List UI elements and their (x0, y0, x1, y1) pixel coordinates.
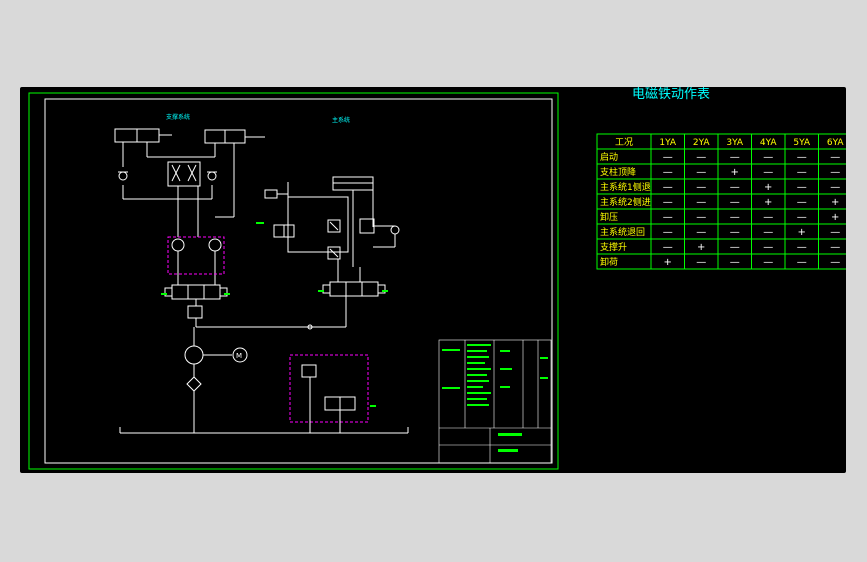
inner-frame (44, 98, 553, 464)
support-relief-valve (187, 305, 203, 319)
table-state-cell: — (696, 212, 706, 223)
table-state-cell: — (763, 212, 773, 223)
table-state-cell: — (830, 167, 840, 178)
hydraulic-lock (167, 161, 201, 187)
motor-group-boundary (167, 236, 225, 275)
table-condition-cell: 主系统1侧退 (600, 181, 651, 193)
table-header-cell: 3YA (726, 138, 744, 148)
table-header-cell: 5YA (793, 138, 811, 148)
check-valve-2 (207, 171, 217, 181)
main-directional-valve (329, 281, 379, 297)
table-border (596, 133, 846, 270)
table-state-cell: — (797, 242, 807, 253)
table-state-cell: — (797, 182, 807, 193)
table-condition-cell: 卸荷 (600, 256, 618, 268)
table-state-cell: — (730, 257, 740, 268)
table-state-cell: — (696, 197, 706, 208)
table-state-cell: — (763, 242, 773, 253)
table-state-cell: — (763, 257, 773, 268)
solenoid-table-text: 工况 1YA 2YA 3YA 4YA 5YA 6YA 启动 — — — — — — 支柱顶降 — — + — — — 主系… (600, 137, 844, 268)
support-directional-valve (171, 284, 221, 300)
table-state-cell: + (731, 167, 739, 178)
electric-motor (232, 347, 248, 363)
table-state-cell: — (730, 212, 740, 223)
cad-drawing-svg: 支撑系统 主系统 (28, 87, 846, 470)
table-state-cell: — (797, 197, 807, 208)
check-valve-1 (118, 171, 128, 181)
table-state-cell: + (697, 242, 705, 253)
table-state-cell: — (830, 257, 840, 268)
table-condition-cell: 支撑升 (600, 241, 627, 253)
table-state-cell: — (663, 167, 673, 178)
table-state-cell: — (696, 167, 706, 178)
table-condition-cell: 卸压 (600, 211, 618, 223)
table-state-cell: — (663, 152, 673, 163)
table-state-cell: — (696, 152, 706, 163)
table-state-cell: — (663, 227, 673, 238)
title-block-fill (442, 344, 548, 452)
hydraulic-motor-1 (171, 238, 185, 252)
outer-frame (28, 92, 559, 470)
table-header-cell: 2YA (693, 138, 711, 148)
table-state-cell: — (730, 182, 740, 193)
pressure-switch (264, 189, 278, 199)
support-hydraulic-circuit: M (114, 128, 409, 434)
main-hydraulic-circuit (264, 176, 400, 433)
main-pump (184, 345, 204, 365)
table-state-cell: — (763, 167, 773, 178)
table-state-cell: — (797, 167, 807, 178)
table-header-cell: 6YA (827, 138, 845, 148)
unloading-relief-valve (301, 364, 317, 378)
table-state-cell: — (696, 182, 706, 193)
support-system-label: 支撑系统 (166, 113, 190, 121)
unloading-group-boundary (289, 354, 369, 423)
table-title: 电磁铁动作表 (632, 87, 710, 102)
table-state-cell: — (797, 257, 807, 268)
table-state-cell: — (763, 152, 773, 163)
table-condition-cell: 主系统2侧进 (600, 196, 651, 208)
svg-text:M: M (236, 352, 242, 360)
table-state-cell: + (831, 197, 839, 208)
table-state-cell: — (730, 197, 740, 208)
oil-filter (186, 376, 202, 392)
table-state-cell: + (764, 197, 772, 208)
table-state-cell: — (663, 197, 673, 208)
table-state-cell: — (830, 227, 840, 238)
main-check-valve (390, 225, 400, 235)
table-state-cell: — (830, 152, 840, 163)
title-block (438, 339, 552, 464)
table-state-cell: — (830, 182, 840, 193)
table-header-cell: 4YA (760, 138, 778, 148)
table-state-cell: — (730, 227, 740, 238)
table-state-cell: + (764, 182, 772, 193)
table-state-cell: — (763, 227, 773, 238)
main-valve-block (287, 196, 349, 253)
table-state-cell: — (730, 242, 740, 253)
table-header-cell: 1YA (659, 138, 677, 148)
table-state-cell: — (730, 152, 740, 163)
table-condition-cell: 支柱顶降 (600, 166, 636, 178)
table-state-cell: — (663, 182, 673, 193)
table-state-cell: + (831, 212, 839, 223)
table-state-cell: — (696, 227, 706, 238)
table-state-cell: — (696, 257, 706, 268)
table-state-cell: + (798, 227, 806, 238)
hydraulic-motor-2 (208, 238, 222, 252)
table-condition-cell: 主系统退回 (600, 226, 645, 238)
table-state-cell: — (797, 212, 807, 223)
table-state-cell: — (663, 242, 673, 253)
component-tags (161, 222, 388, 407)
table-state-cell: + (664, 257, 672, 268)
table-condition-cell: 启动 (600, 151, 618, 163)
sequence-valve (359, 218, 375, 234)
table-header-cell: 工况 (615, 137, 633, 148)
main-system-label: 主系统 (332, 116, 350, 124)
drawing-canvas[interactable]: 支撑系统 主系统 (20, 87, 846, 473)
solenoid-table-grid (596, 133, 846, 270)
table-state-cell: — (797, 152, 807, 163)
table-state-cell: — (830, 242, 840, 253)
table-state-cell: — (663, 212, 673, 223)
